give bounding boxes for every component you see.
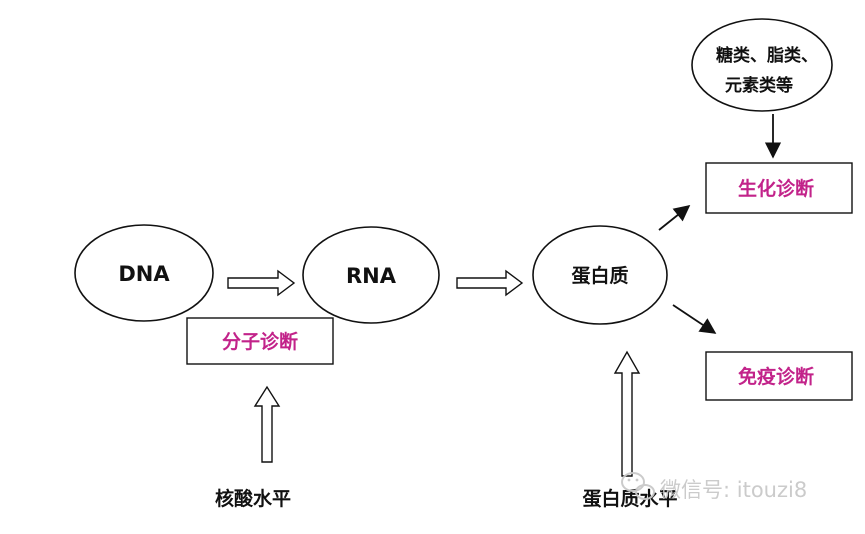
other-substances-line-1: 糖类、脂类、 [716, 45, 818, 66]
protein-to-immune-arrow [672, 304, 717, 334]
dna-node: DNA [74, 224, 214, 322]
dna-to-rna-arrow [227, 269, 296, 297]
protein-level-up-arrow [613, 350, 641, 477]
nucleic-acid-level-label: 核酸水平 [215, 487, 291, 510]
watermark: 微信号: itouzi8 [621, 472, 807, 502]
protein-to-biochemical-arrow [658, 204, 691, 231]
immune-diagnosis-label: 免疫诊断 [738, 365, 814, 388]
immune-diagnosis-box: 免疫诊断 [705, 351, 853, 401]
wechat-icon [621, 472, 655, 500]
molecular-diagnosis-box: 分子诊断 [186, 317, 334, 365]
nucleic-level-up-arrow [253, 385, 281, 463]
rna-to-protein-arrow [456, 269, 524, 297]
other-substances-node: 糖类、脂类、 元素类等 [691, 18, 833, 112]
molecular-diagnosis-label: 分子诊断 [222, 330, 298, 353]
protein-node: 蛋白质 [532, 225, 668, 325]
biochemical-diagnosis-label: 生化诊断 [738, 177, 814, 200]
biochemical-diagnosis-box: 生化诊断 [705, 162, 853, 214]
watermark-text: 微信号: itouzi8 [660, 478, 807, 502]
dna-label: DNA [118, 262, 170, 286]
other-substances-line-2: 元素类等 [725, 75, 793, 96]
rna-label: RNA [346, 264, 397, 288]
protein-label: 蛋白质 [571, 264, 628, 287]
rna-node: RNA [302, 226, 440, 324]
